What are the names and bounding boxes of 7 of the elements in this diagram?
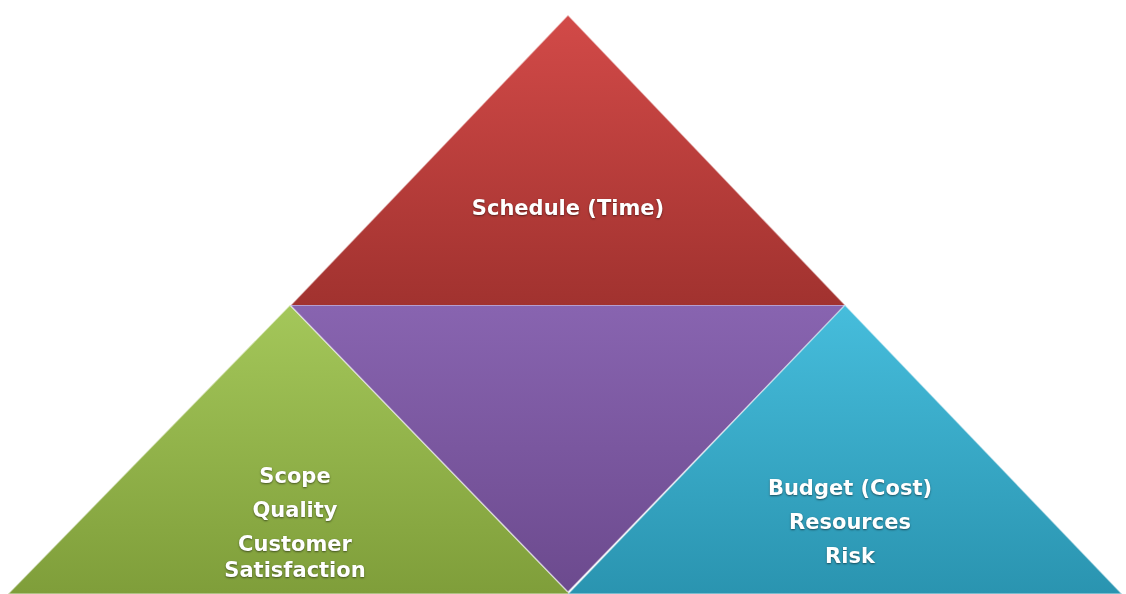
segment-label: Schedule (Time) [471,195,665,221]
segment-label: Risk [825,543,875,569]
segment-label: Budget (Cost) [767,475,933,501]
segment-label: Scope [259,463,331,489]
segment-label: Quality [252,497,338,523]
segment-label: Resources [789,509,911,535]
segment-label: Customer Satisfaction [223,531,367,583]
